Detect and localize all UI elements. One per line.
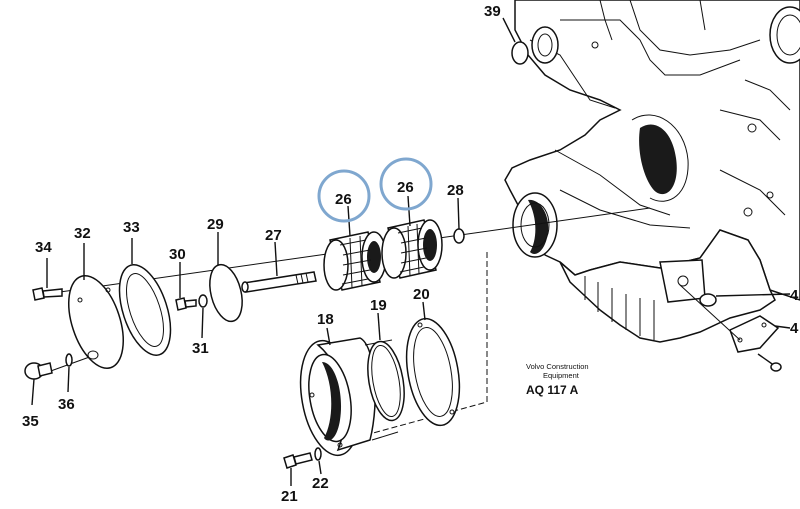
label-part-18: 18 <box>317 311 334 328</box>
washer-22 <box>314 447 322 475</box>
end-cover-32 <box>68 243 124 369</box>
filter-element-26-right <box>381 195 443 279</box>
label-part-35: 35 <box>22 413 39 430</box>
gasket-33 <box>118 238 172 356</box>
label-part-36: 36 <box>58 396 75 413</box>
label-part-26-left: 26 <box>335 191 352 208</box>
highlight-circle-26-right <box>379 157 433 211</box>
diagram-caption: Volvo Construction Equipment AQ 117 A <box>526 362 589 397</box>
transmission-housing <box>504 0 800 301</box>
plug-35 <box>24 362 53 406</box>
filter-element-26-left <box>323 205 387 291</box>
label-part-4-upper: 4 <box>790 287 799 304</box>
label-part-39: 39 <box>484 3 501 20</box>
filter-housing-18 <box>299 327 399 457</box>
gasket-20 <box>405 301 461 427</box>
o-ring-19 <box>367 312 405 422</box>
screw-30 <box>175 262 197 311</box>
caption-company: Volvo Construction <box>526 362 589 371</box>
bolt-21 <box>283 452 313 486</box>
label-part-32: 32 <box>74 225 91 242</box>
label-part-4-lower: 4 <box>790 320 799 337</box>
label-part-29: 29 <box>207 216 224 233</box>
o-ring-39 <box>502 17 529 65</box>
washer-31 <box>198 294 208 339</box>
bolt-34 <box>32 258 63 301</box>
o-ring-28 <box>453 197 465 244</box>
washer-36 <box>65 353 73 393</box>
label-part-30: 30 <box>169 246 186 263</box>
disc-29 <box>209 232 243 323</box>
label-part-20: 20 <box>413 286 430 303</box>
caption-figure-code: AQ 117 A <box>526 383 579 397</box>
label-part-21: 21 <box>281 488 298 505</box>
shaft-27 <box>241 241 317 293</box>
label-part-19: 19 <box>370 297 387 314</box>
seal-and-cover-4 <box>679 284 791 372</box>
label-part-33: 33 <box>123 219 140 236</box>
label-part-27: 27 <box>265 227 282 244</box>
label-part-34: 34 <box>35 239 52 256</box>
label-part-22: 22 <box>312 475 329 492</box>
caption-company-line2: Equipment <box>543 371 580 380</box>
highlight-circle-26-left <box>317 169 371 223</box>
label-part-31: 31 <box>192 340 209 357</box>
label-part-26-right: 26 <box>397 179 414 196</box>
oil-pan <box>559 229 776 343</box>
label-part-28: 28 <box>447 182 464 199</box>
